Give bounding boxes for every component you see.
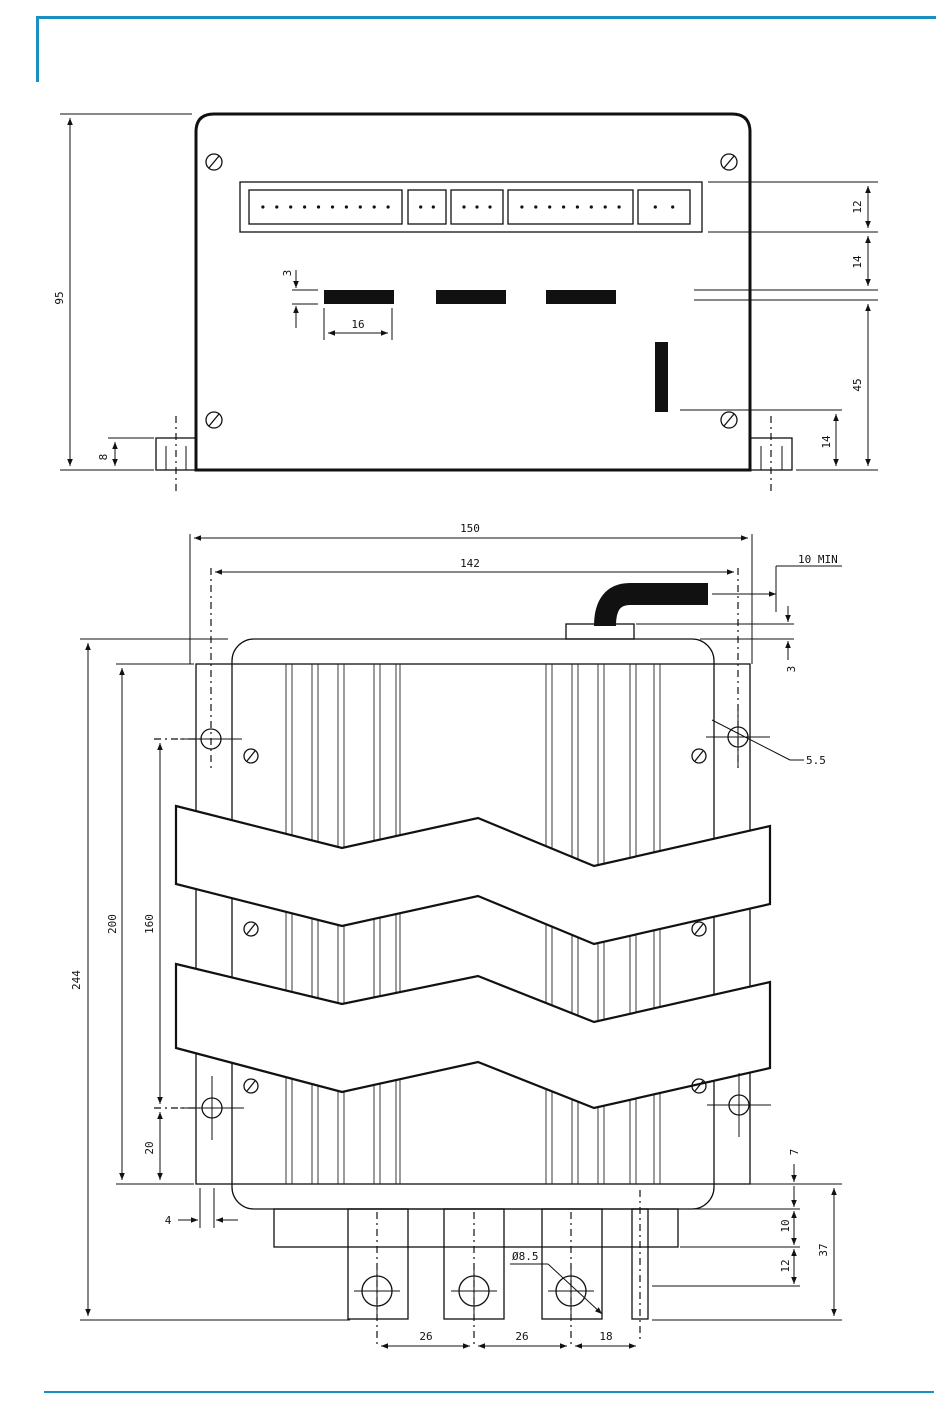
connector-pin	[373, 205, 376, 208]
dim-142: 142	[460, 557, 480, 570]
slot-2	[436, 290, 506, 304]
dim-37: 37	[817, 1243, 830, 1256]
dim-slot-16: 16	[351, 318, 364, 331]
dim-3-cable: 3	[785, 666, 798, 673]
connector-pin	[654, 205, 657, 208]
connector-pin	[317, 205, 320, 208]
dim-terminal-hole: Ø8.5	[512, 1250, 539, 1263]
cover-screw-icon	[244, 1079, 258, 1093]
terminal-base	[274, 1209, 678, 1247]
screw-top-left	[206, 154, 222, 170]
terminal-3	[542, 1209, 602, 1319]
connector-pin	[359, 205, 362, 208]
connector-pin	[475, 205, 478, 208]
screw-bottom-right	[721, 412, 737, 428]
connector-pin	[462, 205, 465, 208]
dim-10: 10	[779, 1219, 792, 1232]
dim-pitch-26-a: 26	[419, 1330, 432, 1343]
connector-pin	[432, 205, 435, 208]
slot-1	[324, 290, 394, 304]
connector-pin	[590, 205, 593, 208]
dim-conn-14: 14	[851, 255, 864, 269]
dim-244: 244	[70, 970, 83, 990]
connector-pin	[289, 205, 292, 208]
mount-hole-bottom-right	[707, 1073, 771, 1137]
connector-pin	[534, 205, 537, 208]
screw-top-right	[721, 154, 737, 170]
screw-bottom-left	[206, 412, 222, 428]
break-band-lower	[176, 964, 770, 1108]
dim-10-min: 10 MIN	[798, 553, 838, 566]
dim-200: 200	[106, 914, 119, 934]
connector-pin	[303, 205, 306, 208]
dim-160: 160	[143, 914, 156, 934]
dim-hole-5-5: 5.5	[806, 754, 826, 767]
dim-foot-8: 8	[97, 454, 110, 461]
dim-150: 150	[460, 522, 480, 535]
dim-height-95: 95	[53, 291, 66, 304]
connector-pin	[548, 205, 551, 208]
dim-conn-12: 12	[851, 200, 864, 213]
dim-12-terminal: 12	[779, 1259, 792, 1272]
slot-vertical	[655, 342, 668, 412]
connector-pin	[671, 205, 674, 208]
connector-pin	[419, 205, 422, 208]
break-band-upper	[176, 806, 770, 944]
dim-4: 4	[165, 1214, 172, 1227]
connector-pin	[576, 205, 579, 208]
cable	[605, 594, 708, 626]
connector-pin	[562, 205, 565, 208]
connector-pin	[345, 205, 348, 208]
dim-slot-3: 3	[281, 270, 294, 277]
side-view: 150 142 10 MIN 3 5.5 244 200 160 20	[70, 522, 842, 1346]
connector-pin	[261, 205, 264, 208]
connector-pin	[520, 205, 523, 208]
dim-pitch-26-b: 26	[515, 1330, 528, 1343]
dim-45: 45	[851, 378, 864, 391]
cable-gland	[566, 624, 634, 639]
connector-pin	[604, 205, 607, 208]
dim-7: 7	[788, 1149, 801, 1156]
dim-14-screw: 14	[820, 435, 833, 449]
connector-strip	[240, 182, 702, 232]
dim-pitch-18: 18	[599, 1330, 612, 1343]
connector-pin	[331, 205, 334, 208]
top-view: 95 8 12 14 45 14 3 16	[53, 114, 878, 494]
cover-screw-icon	[692, 922, 706, 936]
cover-screw-icon	[244, 749, 258, 763]
slot-3	[546, 290, 616, 304]
connector-pin	[488, 205, 491, 208]
cover-screw-icon	[244, 922, 258, 936]
connector-pin	[275, 205, 278, 208]
connector-pin	[387, 205, 390, 208]
cover-screw-icon	[692, 749, 706, 763]
terminal-1	[348, 1209, 408, 1319]
connector-pin	[618, 205, 621, 208]
dim-20: 20	[143, 1141, 156, 1154]
